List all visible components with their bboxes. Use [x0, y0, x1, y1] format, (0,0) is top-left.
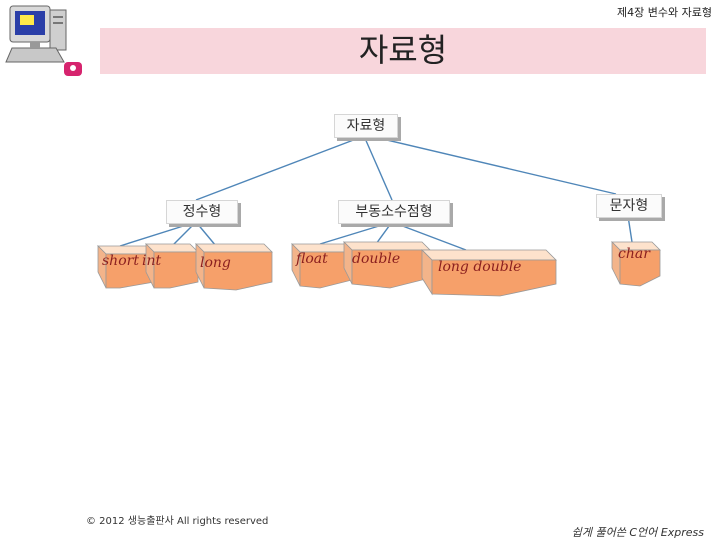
box-long	[195, 243, 273, 291]
copyright: © 2012 생능출판사 All rights reserved	[86, 516, 269, 527]
type-float: float	[296, 251, 328, 267]
box-float	[291, 243, 353, 289]
computer-icon	[5, 5, 82, 76]
type-long-double: long double	[438, 259, 522, 275]
type-double: double	[352, 251, 401, 267]
slide-title: 자료형	[100, 28, 706, 74]
box-long-double	[421, 249, 557, 297]
box-char	[611, 241, 661, 287]
box-short	[97, 245, 155, 289]
box-double	[343, 241, 431, 289]
node-integer: 정수형	[166, 200, 238, 224]
connectors	[119, 135, 633, 251]
node-char-type: 문자형	[596, 194, 662, 218]
box-int	[145, 243, 199, 289]
type-char: char	[618, 246, 650, 262]
node-root: 자료형	[334, 114, 398, 138]
node-floating-point: 부동소수점형	[338, 200, 450, 224]
type-short: short	[102, 253, 139, 269]
type-int: int	[142, 253, 162, 269]
chapter-label: 제4장 변수와 자료형	[617, 6, 712, 19]
type-long: long	[200, 255, 231, 271]
book-title: 쉽게 풀어쓴 C언어 Express	[571, 526, 704, 539]
